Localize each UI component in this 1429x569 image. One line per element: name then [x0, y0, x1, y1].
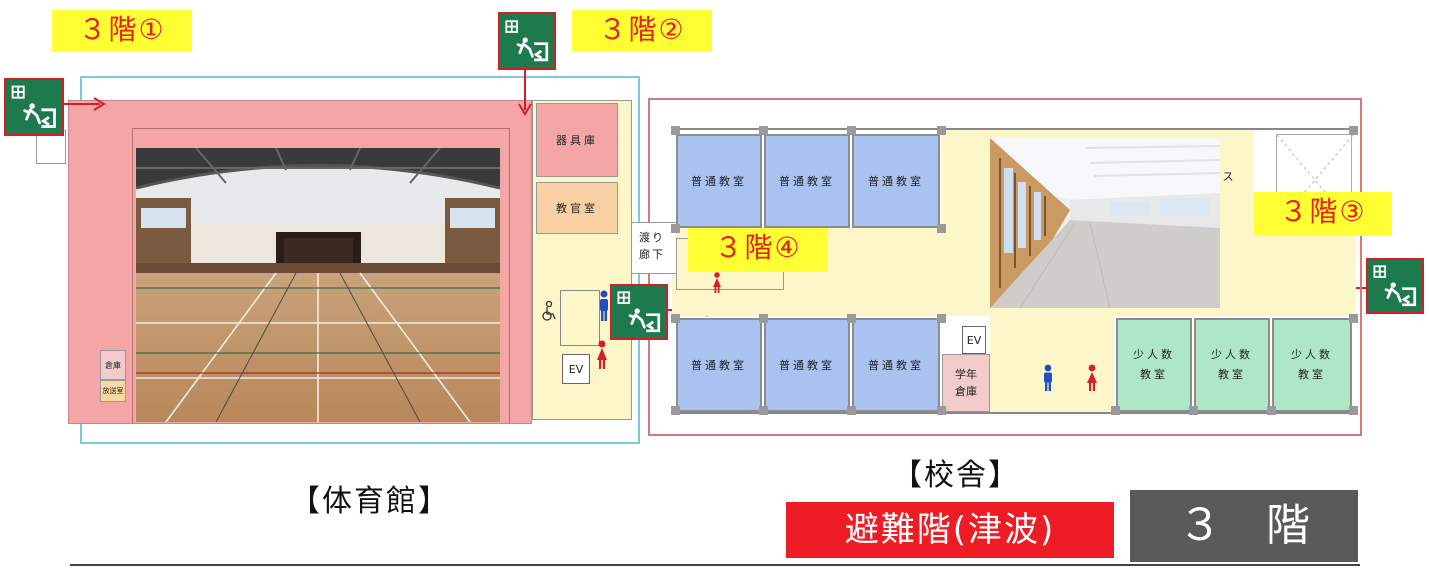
bridge-corridor-label-2: 廊下 [639, 248, 665, 261]
classroom-bottom-3: 普通教室 [852, 318, 940, 412]
area-label-4: ３階④ [688, 228, 828, 272]
grade-storage-label-1: 学年 [955, 368, 977, 381]
pillar [1349, 314, 1358, 323]
emergency-exit-icon [1366, 258, 1424, 314]
arrow-icon [518, 70, 532, 116]
male-restroom-icon [1042, 364, 1054, 392]
school-elevator: EV [962, 326, 986, 354]
emergency-exit-icon [4, 78, 64, 136]
female-restroom-icon [596, 340, 608, 370]
gym-inner-line [132, 128, 510, 424]
pillar [1349, 126, 1358, 135]
female-restroom-icon [1086, 364, 1098, 392]
gym-elevator: EV [562, 354, 590, 384]
school-caption: 【校舎】 [892, 458, 1020, 493]
pillar [847, 126, 856, 135]
bridge-corridor-label: 渡り 廊下 [632, 226, 672, 266]
pillar [1349, 406, 1358, 415]
wheelchair-icon [538, 300, 560, 322]
pillar [847, 314, 856, 323]
small-classroom-3: 少人数 教室 [1272, 318, 1352, 412]
pillar [1189, 406, 1198, 415]
classroom-top-1: 普通教室 [676, 134, 762, 228]
emergency-exit-icon [610, 284, 668, 340]
pillar [759, 126, 768, 135]
school-wall-bottom [672, 412, 1356, 414]
gym-interior-photo [136, 148, 500, 422]
pillar [937, 224, 946, 233]
grade-storage-room: 学年 倉庫 [942, 354, 990, 412]
space-label-fragment: ス [1222, 169, 1234, 183]
school-wall-top [672, 128, 1356, 130]
pillar [671, 126, 680, 135]
school-corridor-photo [990, 138, 1220, 308]
pillar [937, 126, 946, 135]
pillar [1267, 406, 1276, 415]
male-restroom-icon [598, 290, 610, 322]
classroom-top-3: 普通教室 [852, 134, 940, 228]
area-label-2: ３階② [572, 10, 712, 52]
teacher-room: 教官室 [536, 182, 618, 234]
pillar [759, 406, 768, 415]
area-label-1: ３階① [52, 10, 192, 52]
floor-number-badge: ３ 階 [1130, 490, 1358, 562]
pillar [937, 406, 946, 415]
small-classroom-1: 少人数 教室 [1116, 318, 1192, 412]
grade-storage-label-2: 倉庫 [955, 385, 977, 398]
area-label-3: ３階③ [1254, 192, 1392, 236]
pillar [847, 406, 856, 415]
arrow-icon [64, 96, 106, 111]
gym-caption: 【体育館】 [290, 484, 450, 519]
pillar [671, 314, 680, 323]
classroom-bottom-2: 普通教室 [764, 318, 850, 412]
pillar [937, 314, 946, 323]
bridge-corridor [632, 222, 676, 274]
emergency-exit-icon [498, 12, 556, 70]
classroom-bottom-1: 普通教室 [676, 318, 762, 412]
storage-room: 倉庫 [100, 350, 126, 380]
school-hall-lower [990, 316, 1114, 412]
equipment-storage-room: 器具庫 [536, 103, 618, 177]
bridge-corridor-label-1: 渡り [639, 231, 665, 244]
broadcast-room: 放送室 [100, 380, 126, 402]
pillar [1111, 406, 1120, 415]
bottom-rule [70, 564, 1360, 566]
pillar [759, 314, 768, 323]
gym-restroom-box [560, 290, 600, 346]
small-classroom-2: 少人数 教室 [1194, 318, 1270, 412]
pillar [671, 406, 680, 415]
pillar [671, 224, 680, 233]
evacuation-floor-badge: 避難階(津波) [786, 502, 1114, 558]
female-restroom-icon [712, 272, 722, 294]
classroom-top-2: 普通教室 [764, 134, 850, 228]
